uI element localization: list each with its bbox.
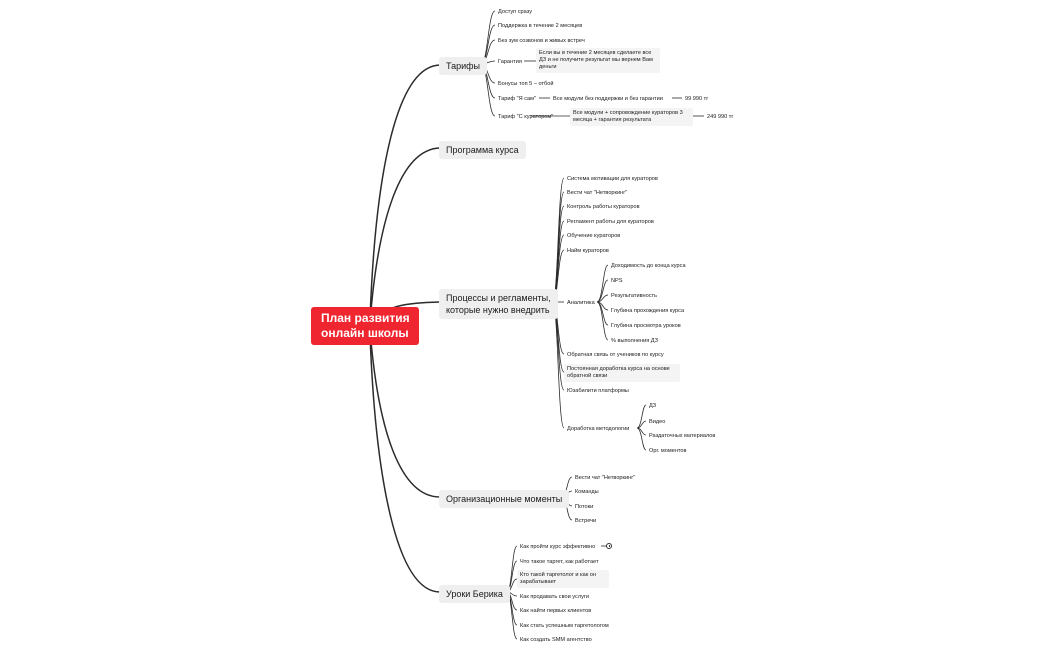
tariff-self-price[interactable]: 99 990 тг [685, 96, 709, 102]
lesson-item[interactable]: Как найти первых клиентов [520, 608, 592, 614]
process-item[interactable]: Юзабилити платформы [567, 388, 629, 394]
branch-program-label: Программа курса [446, 145, 519, 155]
methodology-item[interactable]: Орг. моментов [649, 448, 687, 454]
branch-processes[interactable]: Процессы и регламенты, которые нужно вне… [439, 289, 558, 319]
lesson-item[interactable]: Как стать успешным таргетологом [520, 623, 609, 629]
lesson-item[interactable]: Как пройти курс эффективно [520, 544, 596, 550]
analytics-item[interactable]: Глубина просмотра уроков [611, 323, 681, 329]
analytics-item[interactable]: Доходимость до конца курса [611, 263, 686, 269]
branch-program[interactable]: Программа курса [439, 141, 526, 159]
branch-org-label: Организационные моменты [446, 494, 563, 504]
process-item-analytics[interactable]: Аналитика [567, 300, 595, 306]
lesson-item[interactable]: Как создать SMM агентство [520, 637, 592, 643]
branch-lessons[interactable]: Уроки Берика [439, 585, 510, 603]
clock-icon[interactable] [606, 543, 612, 549]
tariff-item[interactable]: Бонусы топ 5 – отбой [498, 81, 554, 87]
process-item[interactable]: Постоянная доработка курса на основе обр… [564, 364, 680, 382]
process-item[interactable]: Вести чат "Нетворкинг" [567, 190, 628, 196]
methodology-item[interactable]: Видео [649, 419, 666, 425]
tariff-item[interactable]: Доступ сразу [498, 9, 533, 15]
methodology-item[interactable]: ДЗ [649, 403, 657, 409]
analytics-item[interactable]: Глубина прохождения курса [611, 308, 685, 314]
tariff-self-detail[interactable]: Все модули без поддержки и без гарантии [553, 96, 663, 102]
lesson-item[interactable]: Кто такой таргетолог и как он зарабатыва… [517, 570, 609, 588]
process-item-methodology[interactable]: Доработка методологии [567, 426, 630, 432]
process-item[interactable]: Найм кураторов [567, 248, 609, 254]
guarantee-detail[interactable]: Если вы в течение 2 месяцев сделаете все… [536, 48, 660, 73]
branch-lessons-label: Уроки Берика [446, 589, 503, 599]
process-item[interactable]: Регламент работы для кураторов [567, 219, 654, 225]
org-item[interactable]: Потоки [575, 504, 594, 510]
analytics-item[interactable]: % выполнения ДЗ [611, 338, 658, 344]
process-item[interactable]: Контроль работы кураторов [567, 204, 640, 210]
tariff-item[interactable]: Без зум созвонов и живых встреч [498, 38, 585, 44]
tariff-item[interactable]: Гарантия [498, 59, 522, 65]
root-node[interactable]: План развития онлайн школы [311, 307, 419, 345]
tariff-item[interactable]: Тариф "Я сам" [498, 96, 536, 102]
methodology-item[interactable]: Раздаточных материалов [649, 433, 716, 439]
org-item[interactable]: Команды [575, 489, 599, 495]
branch-org[interactable]: Организационные моменты [439, 490, 570, 508]
analytics-item[interactable]: NPS [611, 278, 623, 284]
org-item[interactable]: Вести чат "Нетворкинг" [575, 475, 636, 481]
org-item[interactable]: Встречи [575, 518, 597, 524]
tariff-item[interactable]: Тариф "С куратором" [498, 114, 554, 120]
tariff-item[interactable]: Поддержка в течение 2 месяцев [498, 23, 583, 29]
process-item[interactable]: Система мотивации для кураторов [567, 176, 658, 182]
branch-processes-label: Процессы и регламенты, которые нужно вне… [446, 293, 551, 315]
branch-tariffs-label: Тарифы [446, 61, 481, 71]
root-label: План развития онлайн школы [321, 311, 410, 340]
branch-tariffs[interactable]: Тарифы [439, 57, 488, 75]
process-item[interactable]: Обучение кураторов [567, 233, 621, 239]
tariff-curator-detail[interactable]: Все модули + сопровождение кураторов 3 м… [570, 108, 693, 126]
lesson-item[interactable]: Как продавать свои услуги [520, 594, 590, 600]
process-item[interactable]: Обратная связь от учеников по курсу [567, 352, 664, 358]
tariff-curator-price[interactable]: 249 990 тг [707, 114, 734, 120]
analytics-item[interactable]: Результативность [611, 293, 658, 299]
lesson-item[interactable]: Что такое таргет, как работает [520, 559, 599, 565]
